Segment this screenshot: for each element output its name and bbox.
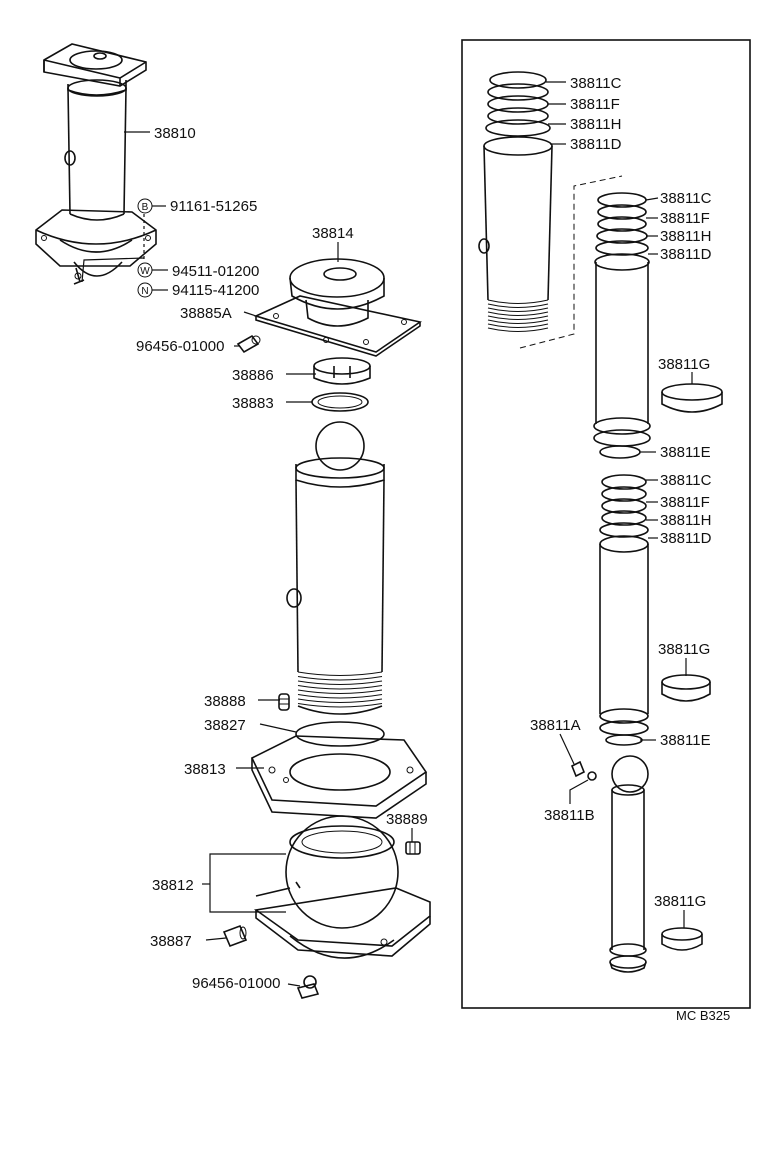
label-96456-01000-lower: 96456-01000 — [192, 975, 280, 992]
part-38811A-fitting — [570, 760, 586, 778]
thread-ring — [487, 311, 549, 316]
label-38811F-1: 38811F — [570, 96, 620, 113]
thread-ring — [297, 703, 383, 708]
label-38811H-3: 38811H — [660, 512, 711, 529]
label-38887: 38887 — [150, 933, 192, 950]
main-cylinder-threads — [297, 671, 383, 708]
part-38814-cap — [289, 258, 385, 327]
label-38885A: 38885A — [180, 305, 232, 322]
variant-tube-3 — [599, 474, 649, 746]
variant-ring-g-3 — [661, 927, 703, 951]
label-38888: 38888 — [204, 693, 246, 710]
svg-text:W: W — [140, 266, 150, 277]
label-38889: 38889 — [386, 811, 428, 828]
part-main-cylinder — [286, 421, 385, 715]
thread-ring — [487, 323, 549, 328]
thread-ring — [297, 698, 383, 703]
variant-ring-g-1 — [661, 383, 723, 413]
variant-kit-box — [461, 39, 751, 1009]
footer-code: MC B325 — [676, 1008, 730, 1023]
thread-ring — [297, 689, 383, 694]
label-38811H-1: 38811H — [570, 116, 621, 133]
label-38811G-1: 38811G — [658, 356, 710, 373]
variant-ring-g-2 — [661, 674, 711, 702]
part-38885A-plate — [253, 295, 422, 357]
circle-mark-n: N — [137, 282, 153, 298]
label-38811G-3: 38811G — [654, 893, 706, 910]
part-38888-nipple — [278, 693, 290, 711]
label-38811C-3: 38811C — [660, 472, 712, 489]
label-38883: 38883 — [232, 395, 274, 412]
label-38814: 38814 — [312, 225, 354, 242]
label-38811D-1: 38811D — [570, 136, 622, 153]
callout-labels: 38810 91161-51265 94511-01200 94115-4120… — [136, 75, 730, 1023]
thread-ring — [487, 299, 549, 304]
thread-ring — [297, 680, 383, 685]
thread-ring — [297, 676, 383, 681]
svg-text:B: B — [142, 202, 149, 213]
thread-ring — [487, 319, 549, 324]
thread-ring — [487, 315, 549, 320]
label-96456-01000-upper: 96456-01000 — [136, 338, 224, 355]
label-38811C-2: 38811C — [660, 190, 712, 207]
svg-text:N: N — [141, 286, 148, 297]
thread-ring — [297, 671, 383, 676]
label-38811F-3: 38811F — [660, 494, 710, 511]
label-38811E-1: 38811E — [660, 444, 711, 461]
part-96456-fitting-lower — [296, 975, 320, 999]
label-38811D-2: 38811D — [660, 246, 712, 263]
label-38811E-2: 38811E — [660, 732, 711, 749]
label-38813: 38813 — [184, 761, 226, 778]
label-38812: 38812 — [152, 877, 194, 894]
variant-tube-1 — [478, 71, 553, 332]
label-38811D-3: 38811D — [660, 530, 712, 547]
circle-mark-w: W — [137, 262, 153, 278]
part-38810-cylinder — [35, 43, 157, 285]
label-38811C-1: 38811C — [570, 75, 622, 92]
label-38811H-2: 38811H — [660, 228, 711, 245]
part-38811B-ball — [587, 771, 597, 781]
part-38886-collar — [313, 357, 371, 385]
part-38883-snap-ring — [311, 392, 369, 412]
label-38827: 38827 — [204, 717, 246, 734]
variant-tube-2 — [593, 192, 651, 459]
tube-1-threads — [487, 299, 549, 332]
label-38811B: 38811B — [544, 807, 595, 824]
part-38813-flange — [250, 735, 428, 819]
label-91161-51265: 91161-51265 — [170, 198, 257, 215]
label-38811F-2: 38811F — [660, 210, 710, 227]
label-38811G-2: 38811G — [658, 641, 710, 658]
label-94511-01200: 94511-01200 — [172, 263, 259, 280]
part-96456-fitting-upper — [236, 334, 261, 354]
part-38827-oring — [295, 721, 385, 747]
part-38889-plug — [405, 841, 421, 855]
thread-ring — [297, 685, 383, 690]
label-38811A: 38811A — [530, 717, 581, 734]
label-38886: 38886 — [232, 367, 274, 384]
label-94115-41200: 94115-41200 — [172, 282, 259, 299]
part-38887-pin — [222, 924, 248, 948]
circle-mark-b: B — [137, 198, 153, 214]
part-38812-ball-socket — [253, 815, 431, 959]
thread-ring — [487, 303, 549, 308]
thread-ring — [487, 327, 549, 332]
thread-ring — [297, 694, 383, 699]
label-38810: 38810 — [154, 125, 196, 142]
variant-tube-4 — [609, 755, 649, 973]
thread-ring — [487, 307, 549, 312]
leader-lines — [81, 81, 693, 987]
